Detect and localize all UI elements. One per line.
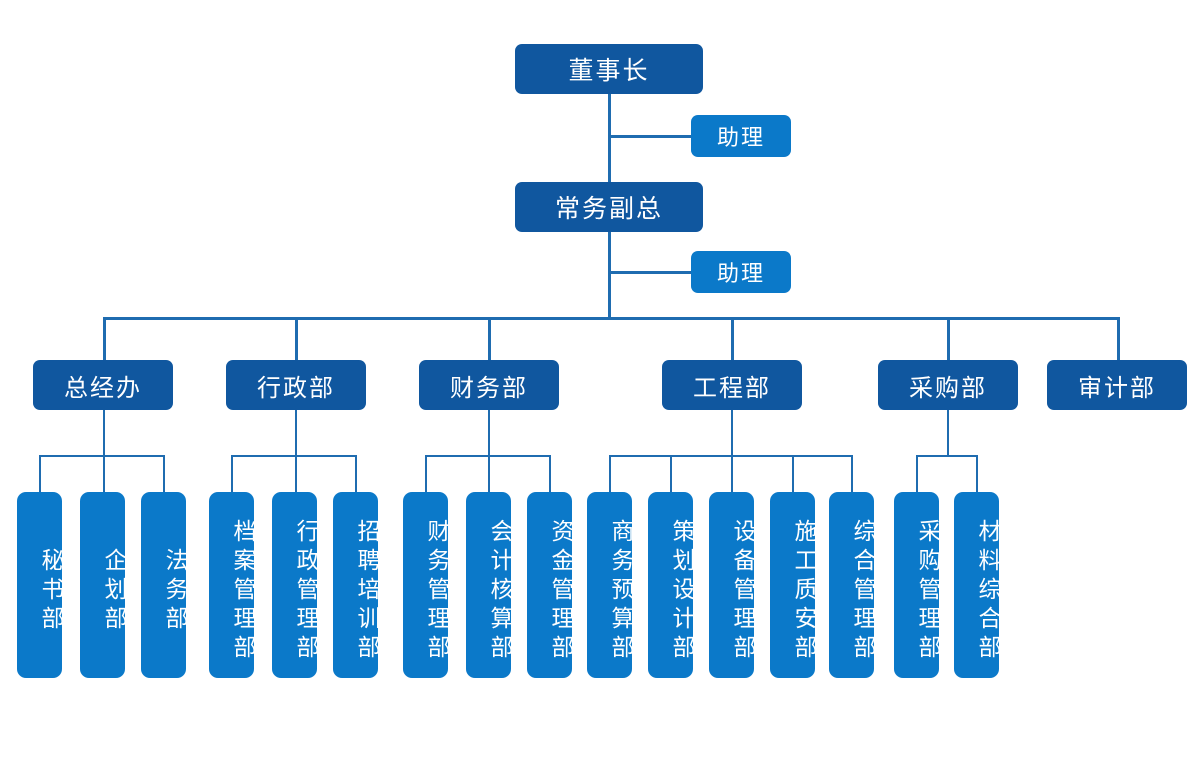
connector-admin-stem — [295, 410, 297, 456]
connector-bus-to-finance — [488, 317, 491, 360]
connector-admin-bar — [231, 455, 357, 457]
connector-bus-to-admin — [295, 317, 298, 360]
node-leaf-recruit-training-label: 招聘培训部 — [354, 519, 380, 664]
node-leaf-planning-design[interactable]: 策划设计部 — [648, 492, 695, 678]
connector-bus-to-engineering — [731, 317, 734, 360]
node-evp-label: 常务副总 — [554, 195, 663, 223]
node-leaf-materials-general[interactable]: 材料综合部 — [954, 492, 1001, 678]
node-department-audit[interactable]: 审计部 — [1047, 360, 1187, 410]
node-leaf-finance-mgmt[interactable]: 财务管理部 — [403, 492, 450, 678]
node-department-gm-office[interactable]: 总经办 — [33, 360, 173, 410]
node-leaf-planning-design-label: 策划设计部 — [669, 519, 695, 664]
connector-chairman-to-assistant — [608, 135, 692, 138]
node-chairman-label: 董事长 — [568, 57, 650, 85]
node-department-finance-label: 财务部 — [450, 374, 528, 402]
node-leaf-archives-mgmt[interactable]: 档案管理部 — [209, 492, 256, 678]
node-department-engineering-label: 工程部 — [693, 374, 771, 402]
node-leaf-admin-mgmt-label: 行政管理部 — [293, 519, 319, 664]
node-leaf-commercial-budget[interactable]: 商务预算部 — [587, 492, 634, 678]
node-leaf-construction-quality-safety-label: 施工质安部 — [791, 519, 817, 664]
node-leaf-equipment-mgmt[interactable]: 设备管理部 — [709, 492, 756, 678]
connector-department-bus — [103, 317, 1119, 320]
node-leaf-recruit-training[interactable]: 招聘培训部 — [333, 492, 380, 678]
node-department-admin[interactable]: 行政部 — [226, 360, 366, 410]
node-leaf-funds-mgmt[interactable]: 资金管理部 — [527, 492, 574, 678]
node-leaf-planning[interactable]: 企划部 — [80, 492, 127, 678]
connector-engineering-child-2 — [670, 455, 672, 493]
connector-finance-child-3 — [549, 455, 551, 493]
connector-admin-child-1 — [231, 455, 233, 493]
connector-engineering-child-5 — [851, 455, 853, 493]
node-leaf-archives-mgmt-label: 档案管理部 — [230, 519, 256, 664]
node-department-engineering[interactable]: 工程部 — [662, 360, 802, 410]
connector-gm-office-child-2 — [103, 455, 105, 493]
connector-engineering-child-1 — [609, 455, 611, 493]
node-department-gm-office-label: 总经办 — [64, 374, 142, 402]
node-evp-assistant[interactable]: 助理 — [691, 251, 791, 293]
node-department-finance[interactable]: 财务部 — [419, 360, 559, 410]
node-leaf-funds-mgmt-label: 资金管理部 — [548, 519, 574, 664]
connector-bus-to-procurement — [947, 317, 950, 360]
connector-evp-to-bus — [608, 231, 611, 319]
node-department-admin-label: 行政部 — [257, 374, 335, 402]
connector-finance-child-2 — [488, 455, 490, 493]
node-leaf-general-mgmt[interactable]: 综合管理部 — [829, 492, 876, 678]
connector-bus-to-audit — [1117, 317, 1120, 360]
node-leaf-accounting-label: 会计核算部 — [487, 519, 513, 664]
node-leaf-commercial-budget-label: 商务预算部 — [608, 519, 634, 664]
node-leaf-secretary-label: 秘书部 — [38, 548, 64, 635]
node-leaf-procurement-mgmt-label: 采购管理部 — [915, 519, 941, 664]
node-leaf-secretary[interactable]: 秘书部 — [17, 492, 64, 678]
connector-gm-office-bar — [39, 455, 165, 457]
node-evp-assistant-label: 助理 — [716, 261, 765, 286]
connector-finance-stem — [488, 410, 490, 456]
node-leaf-accounting[interactable]: 会计核算部 — [466, 492, 513, 678]
connector-finance-child-1 — [425, 455, 427, 493]
connector-bus-to-gm-office — [103, 317, 106, 360]
connector-engineering-stem — [731, 410, 733, 456]
node-leaf-finance-mgmt-label: 财务管理部 — [424, 519, 450, 664]
connector-admin-child-3 — [355, 455, 357, 493]
connector-engineering-child-4 — [792, 455, 794, 493]
connector-procurement-bar — [916, 455, 978, 457]
node-department-audit-label: 审计部 — [1078, 374, 1156, 402]
connector-admin-child-2 — [295, 455, 297, 493]
node-leaf-procurement-mgmt[interactable]: 采购管理部 — [894, 492, 941, 678]
node-leaf-legal-label: 法务部 — [162, 548, 188, 635]
connector-gm-office-child-1 — [39, 455, 41, 493]
node-chairman-assistant[interactable]: 助理 — [691, 115, 791, 157]
node-leaf-construction-quality-safety[interactable]: 施工质安部 — [770, 492, 817, 678]
connector-gm-office-child-3 — [163, 455, 165, 493]
node-chairman-assistant-label: 助理 — [716, 125, 765, 150]
node-leaf-general-mgmt-label: 综合管理部 — [850, 519, 876, 664]
connector-evp-to-assistant — [608, 271, 692, 274]
node-leaf-planning-label: 企划部 — [101, 548, 127, 635]
connector-gm-office-stem — [103, 410, 105, 456]
connector-procurement-stem — [947, 410, 949, 456]
node-chairman[interactable]: 董事长 — [515, 44, 703, 94]
connector-procurement-child-2 — [976, 455, 978, 493]
connector-engineering-child-3 — [731, 455, 733, 493]
node-leaf-materials-general-label: 材料综合部 — [975, 519, 1001, 664]
node-department-procurement[interactable]: 采购部 — [878, 360, 1018, 410]
node-evp[interactable]: 常务副总 — [515, 182, 703, 232]
node-department-procurement-label: 采购部 — [909, 374, 987, 402]
node-leaf-equipment-mgmt-label: 设备管理部 — [730, 519, 756, 664]
node-leaf-admin-mgmt[interactable]: 行政管理部 — [272, 492, 319, 678]
node-leaf-legal[interactable]: 法务部 — [141, 492, 188, 678]
connector-procurement-child-1 — [916, 455, 918, 493]
